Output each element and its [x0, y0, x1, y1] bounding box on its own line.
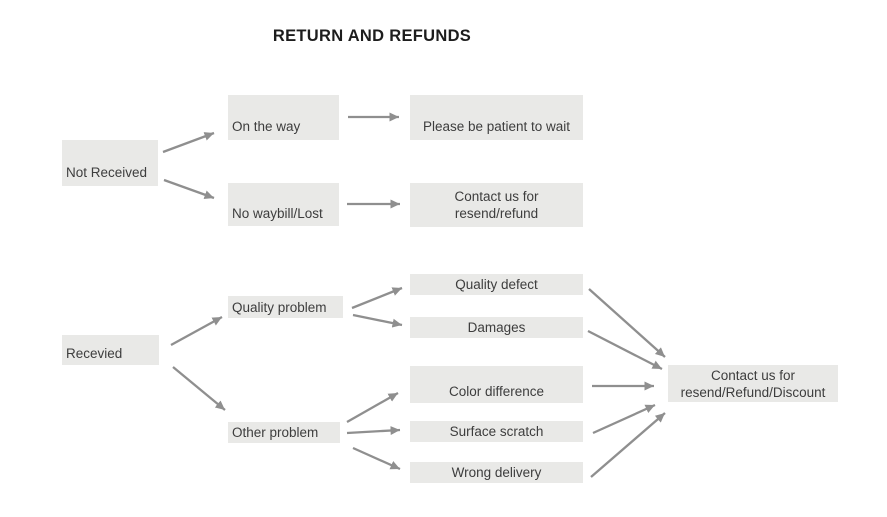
node-damages: Damages: [410, 317, 583, 338]
page-title: RETURN AND REFUNDS: [272, 27, 472, 45]
node-quality-defect: Quality defect: [410, 274, 583, 295]
arrow-other-problem-to-surface-scratch: [346, 426, 401, 436]
arrow-quality-defect-to-contact-final: [588, 288, 666, 358]
node-contact-resend-refund: Contact us for resend/refund: [410, 183, 583, 227]
node-recevied: Recevied: [62, 335, 159, 365]
arrow-recevied-to-other-problem: [172, 366, 226, 411]
node-wrong-delivery: Wrong delivery: [410, 462, 583, 483]
node-please-be-patient: Please be patient to wait: [410, 95, 583, 140]
node-color-difference: Color difference: [410, 366, 583, 403]
arrow-other-problem-to-color-difference: [346, 392, 399, 423]
arrow-other-problem-to-wrong-delivery: [352, 446, 401, 471]
node-other-problem: Other problem: [228, 422, 340, 443]
node-quality-problem: Quality problem: [228, 296, 343, 318]
arrow-not-received-to-on-the-way: [162, 131, 215, 154]
node-contact-resend-refund-discount: Contact us for resend/Refund/Discount: [668, 365, 838, 402]
arrow-damages-to-contact-final: [587, 329, 663, 371]
arrow-not-received-to-no-waybill-lost: [163, 178, 215, 200]
arrow-quality-problem-to-quality-defect: [351, 286, 403, 310]
arrow-recevied-to-quality-problem: [170, 315, 223, 347]
node-no-waybill-lost: No waybill/Lost: [228, 183, 339, 226]
arrow-quality-problem-to-damages: [352, 313, 403, 328]
node-not-received: Not Received: [62, 140, 158, 186]
arrow-wrong-delivery-to-contact-final: [590, 412, 666, 478]
node-on-the-way: On the way: [228, 95, 339, 140]
node-surface-scratch: Surface scratch: [410, 421, 583, 442]
arrow-surface-scratch-to-contact-final: [592, 403, 656, 435]
